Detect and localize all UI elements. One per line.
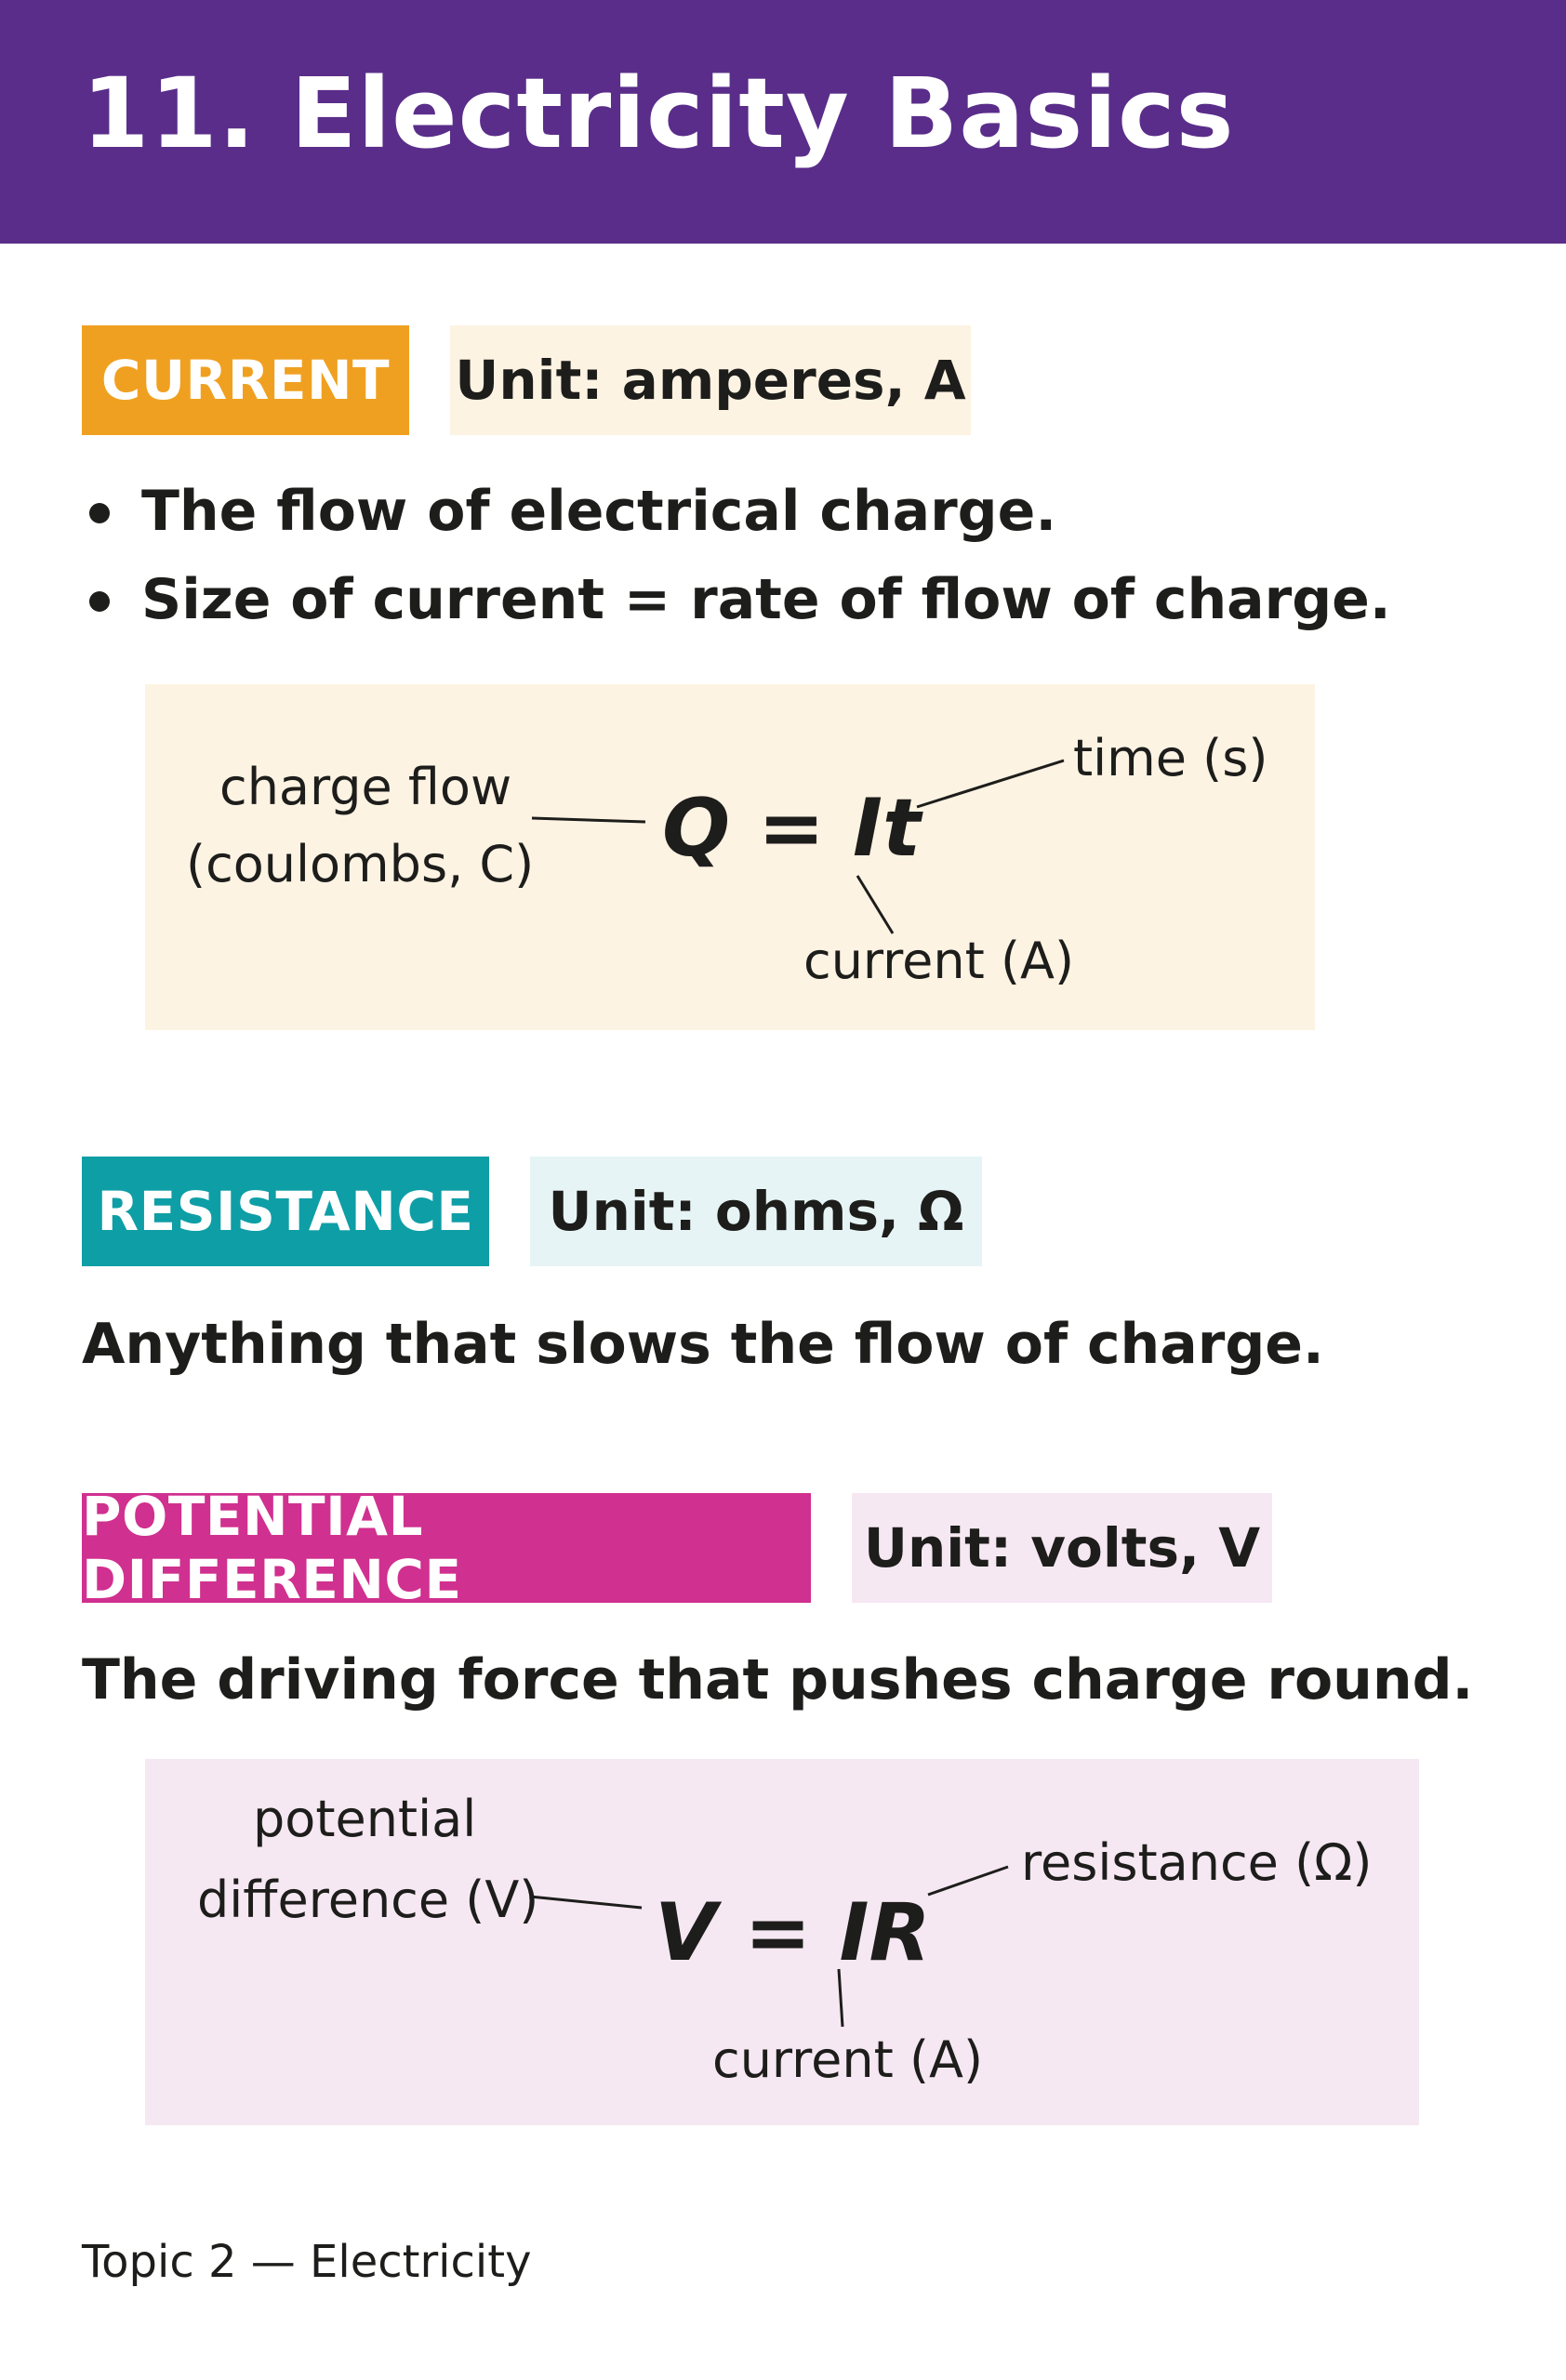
- current-a-label: current (A): [803, 932, 1075, 990]
- current-bullet-2: Size of current = rate of flow of charge…: [141, 567, 1391, 632]
- charge-flow-label: charge flow: [219, 758, 512, 816]
- potential-difference-tag: POTENTIAL DIFFERENCE: [82, 1485, 811, 1611]
- difference-v-label: difference (V): [197, 1871, 539, 1929]
- current-unit: Unit: amperes, A: [450, 325, 971, 435]
- current-tag: CURRENT: [82, 325, 409, 435]
- footer-topic: Topic 2 — Electricity: [82, 2236, 532, 2288]
- current-equation-box: [145, 684, 1315, 1030]
- equation-q-it: Q = It: [662, 782, 922, 875]
- potential-difference-description: The driving force that pushes charge rou…: [82, 1647, 1474, 1712]
- page-header: 11. Electricity Basics: [0, 0, 1566, 244]
- current-bullet-1: The flow of electrical charge.: [141, 479, 1057, 544]
- coulombs-label: (coulombs, C): [186, 835, 535, 893]
- pd-current-a-label: current (A): [712, 2030, 984, 2089]
- resistance-unit: Unit: ohms, Ω: [530, 1157, 982, 1266]
- potential-label: potential: [253, 1790, 477, 1848]
- resistance-description: Anything that slows the flow of charge.: [82, 1312, 1324, 1377]
- equation-v-ir: V = IR: [655, 1886, 931, 1979]
- resistance-ohm-label: resistance (Ω): [1021, 1833, 1373, 1892]
- potential-difference-unit: Unit: volts, V: [852, 1493, 1272, 1603]
- page-title: 11. Electricity Basics: [82, 57, 1235, 170]
- resistance-tag: RESISTANCE: [82, 1157, 489, 1266]
- bullet-dot: [89, 503, 110, 523]
- time-label: time (s): [1073, 729, 1268, 787]
- bullet-dot: [89, 591, 110, 612]
- pd-equation-box: [145, 1759, 1419, 2125]
